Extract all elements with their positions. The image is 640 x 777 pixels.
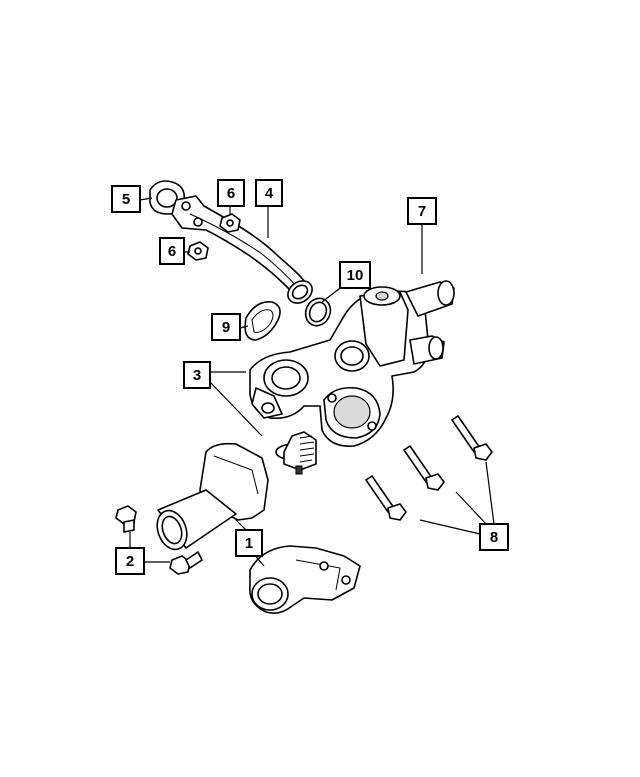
- callout-7: 7: [407, 197, 437, 225]
- part-1-outlet-elbow: [249, 545, 361, 614]
- callout-5-label: 5: [122, 191, 130, 208]
- part-8-bolt-3: [365, 475, 407, 521]
- part-3-thermostat-housing: [249, 280, 455, 447]
- part-6-nut-lower: [187, 241, 209, 261]
- callout-4-label: 4: [265, 185, 274, 202]
- part-1-inlet-tube: [156, 442, 269, 551]
- callout-5: 5: [111, 185, 141, 213]
- callout-8: 8: [479, 523, 509, 551]
- callout-10: 10: [339, 261, 371, 289]
- callout-2-label: 2: [126, 553, 134, 570]
- callout-7-label: 7: [418, 203, 426, 220]
- callout-6-lower-label: 6: [168, 243, 176, 260]
- callout-9-label: 9: [222, 319, 230, 336]
- part-6-nut-upper: [219, 213, 241, 233]
- callout-8-label: 8: [490, 529, 498, 546]
- callout-3: 3: [183, 361, 211, 389]
- part-4-coolant-tube: [171, 195, 313, 304]
- callout-6-upper-label: 6: [227, 185, 235, 202]
- callout-3-label: 3: [193, 367, 201, 384]
- callout-4: 4: [255, 179, 283, 207]
- part-10-o-ring: [304, 297, 332, 327]
- callout-1-label: 1: [245, 535, 253, 552]
- callout-6-upper: 6: [217, 179, 245, 207]
- part-2-bolt-upper: [115, 505, 137, 533]
- callout-10-label: 10: [347, 267, 364, 284]
- callout-1: 1: [235, 529, 263, 557]
- thermostat-element: [275, 431, 317, 475]
- callout-6-lower: 6: [159, 237, 185, 265]
- part-2-bolt-lower: [169, 551, 203, 575]
- part-8-bolt-1: [451, 415, 493, 461]
- callout-9: 9: [211, 313, 241, 341]
- part-9-gasket: [244, 301, 281, 341]
- callout-2: 2: [115, 547, 145, 575]
- part-8-bolt-2: [403, 445, 445, 491]
